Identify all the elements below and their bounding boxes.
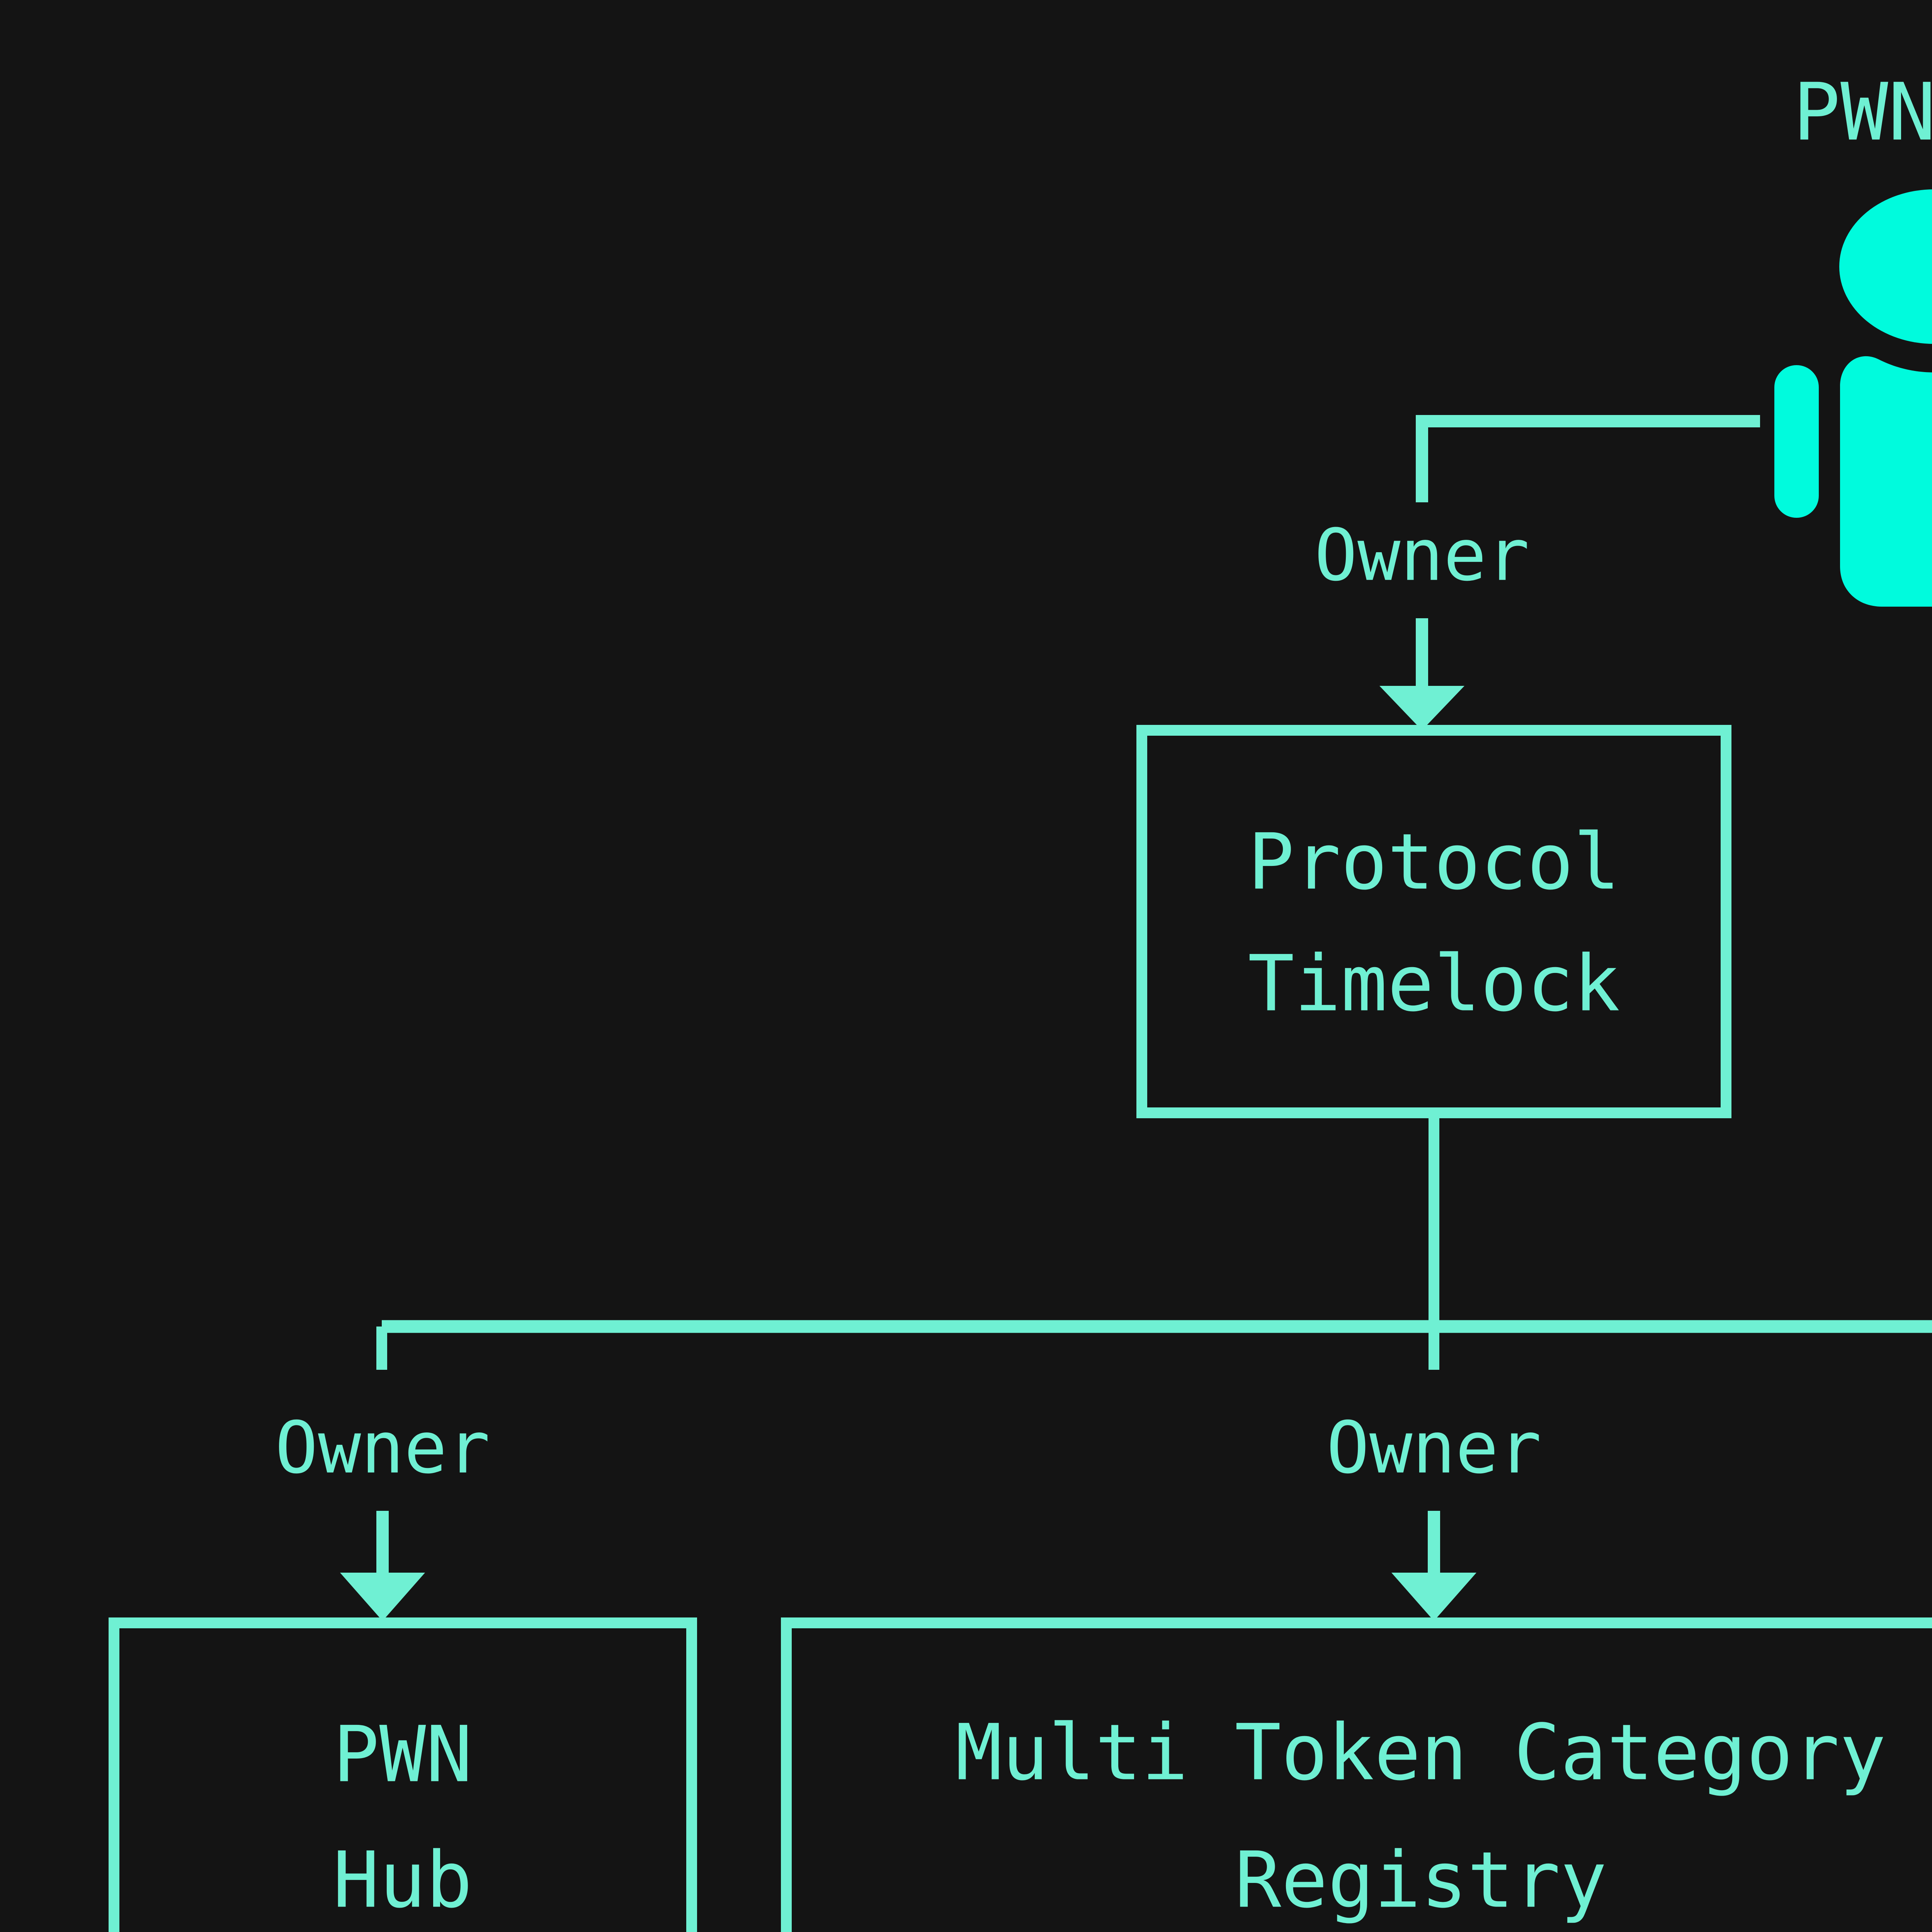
edge-protocol-to-mtcr: Owner xyxy=(1327,1406,1542,1621)
edge-arrowhead xyxy=(1391,1573,1476,1621)
person-torso xyxy=(1840,356,1932,607)
node-protocol-timelock[interactable]: Protocol Timelock xyxy=(1136,725,1731,1118)
node-box[interactable] xyxy=(109,1617,697,1932)
actor-title: PWNDAO xyxy=(1793,66,1932,158)
node-box[interactable] xyxy=(781,1617,1932,1932)
edge-protocol-fanout xyxy=(376,1113,1932,1370)
person-head xyxy=(1839,189,1932,344)
edge-dao-to-protocol-timelock: Owner xyxy=(1315,415,1760,730)
actor-pwndao: PWNDAO xyxy=(1774,66,1932,607)
edge-label-owner-protocol: Owner xyxy=(1315,514,1530,597)
node-label-line2: Registry xyxy=(1235,1835,1607,1925)
node-pwn-hub[interactable]: PWN Hub xyxy=(109,1617,697,1932)
node-label-line1: PWN xyxy=(333,1710,472,1800)
node-label-line2: Hub xyxy=(333,1835,472,1925)
edge-arrowhead xyxy=(340,1573,425,1621)
person-arm-left xyxy=(1774,365,1819,518)
node-label-line1: Protocol xyxy=(1248,817,1620,907)
edge-arrowhead xyxy=(1379,686,1464,730)
node-label-line2: Timelock xyxy=(1248,939,1620,1029)
edge-line xyxy=(1416,415,1760,502)
person-icon xyxy=(1774,189,1932,607)
node-label-line1: Multi Token Category xyxy=(956,1708,1886,1798)
node-multi-token-category-registry[interactable]: Multi Token Category Registry xyxy=(781,1617,1932,1932)
edge-label-owner-hub: Owner xyxy=(275,1406,490,1490)
edge-protocol-to-pwn-hub: Owner xyxy=(275,1406,490,1621)
edge-label-owner-mtcr: Owner xyxy=(1327,1406,1542,1490)
